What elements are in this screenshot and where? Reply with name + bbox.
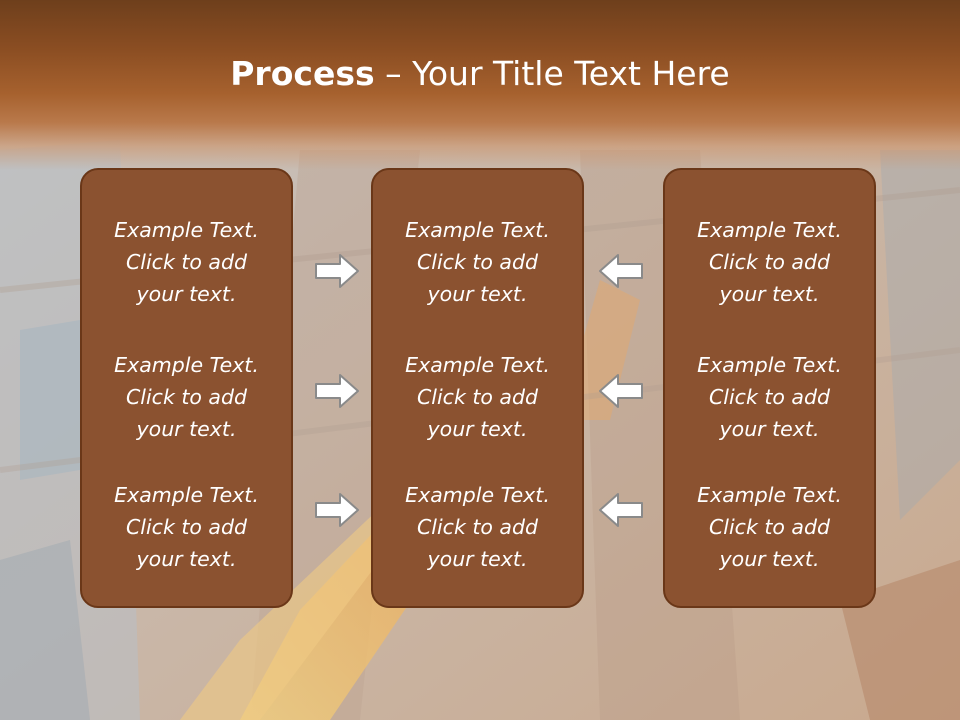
arrow-right-icon bbox=[315, 493, 359, 527]
middle-box-text-1[interactable]: Example Text. Click to add your text. bbox=[405, 218, 550, 306]
right-box-text-2[interactable]: Example Text. Click to add your text. bbox=[697, 353, 842, 441]
left-box-text-3[interactable]: Example Text. Click to add your text. bbox=[114, 483, 259, 571]
left-process-box[interactable]: Example Text. Click to add your text. Ex… bbox=[80, 168, 293, 608]
title-rest-text: – Your Title Text Here bbox=[374, 54, 730, 93]
right-box-text-1[interactable]: Example Text. Click to add your text. bbox=[697, 218, 842, 306]
slide-title[interactable]: Process – Your Title Text Here bbox=[0, 52, 960, 96]
arrow-right-icon bbox=[315, 374, 359, 408]
middle-process-box[interactable]: Example Text. Click to add your text. Ex… bbox=[371, 168, 584, 608]
arrow-right-icon bbox=[315, 254, 359, 288]
header-band bbox=[0, 0, 960, 170]
middle-box-text-3[interactable]: Example Text. Click to add your text. bbox=[405, 483, 550, 571]
middle-box-text-2[interactable]: Example Text. Click to add your text. bbox=[405, 353, 550, 441]
right-process-box[interactable]: Example Text. Click to add your text. Ex… bbox=[663, 168, 876, 608]
title-bold-text: Process bbox=[230, 54, 375, 93]
right-box-text-3[interactable]: Example Text. Click to add your text. bbox=[697, 483, 842, 571]
arrow-left-icon bbox=[599, 493, 643, 527]
arrow-left-icon bbox=[599, 374, 643, 408]
left-box-text-2[interactable]: Example Text. Click to add your text. bbox=[114, 353, 259, 441]
arrow-left-icon bbox=[599, 254, 643, 288]
left-box-text-1[interactable]: Example Text. Click to add your text. bbox=[114, 218, 259, 306]
